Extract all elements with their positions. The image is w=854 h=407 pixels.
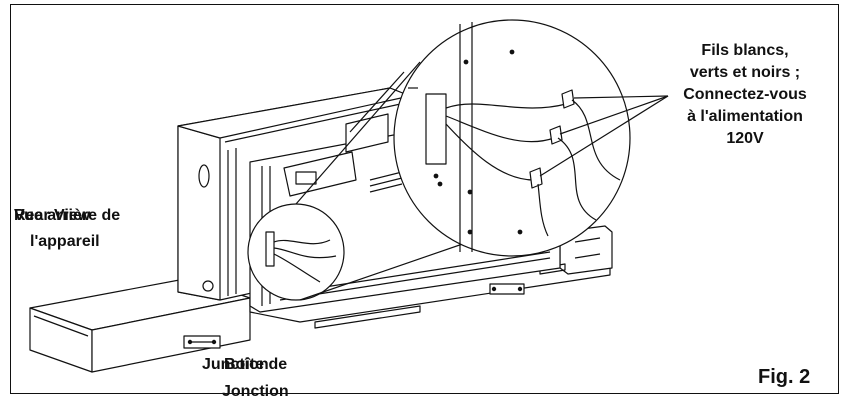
small-detail-circle: [247, 203, 345, 301]
wire-label-line: Fils blancs,: [701, 42, 789, 59]
junction-box: [183, 283, 525, 349]
wire-label-line: à l'alimentation: [687, 108, 803, 125]
wire-connection-label: Fils blancs, verts et noirs ; Connectez-…: [660, 40, 830, 150]
figure-number: Fig. 2: [758, 366, 811, 388]
label-pointer-lines: [539, 95, 669, 177]
junction-box-label-line2: Jonction: [222, 383, 289, 400]
rear-view-label-overlap: Rear View: [14, 207, 91, 224]
magnified-detail-circle: [393, 19, 631, 257]
junction-label-overlap: Junction: [202, 356, 269, 373]
rear-view-label: Vue arrière de: [14, 207, 121, 224]
rear-view-label-line2: l'appareil: [30, 233, 100, 250]
wire-label-line: Connectez-vous: [683, 86, 807, 103]
junction-box-label: Boîte de: [224, 356, 288, 373]
callout-lines: [295, 61, 481, 301]
figure-frame: [10, 4, 839, 394]
wire-label-line: verts et noirs ;: [689, 64, 801, 81]
wire-label-line: 120V: [726, 130, 764, 147]
